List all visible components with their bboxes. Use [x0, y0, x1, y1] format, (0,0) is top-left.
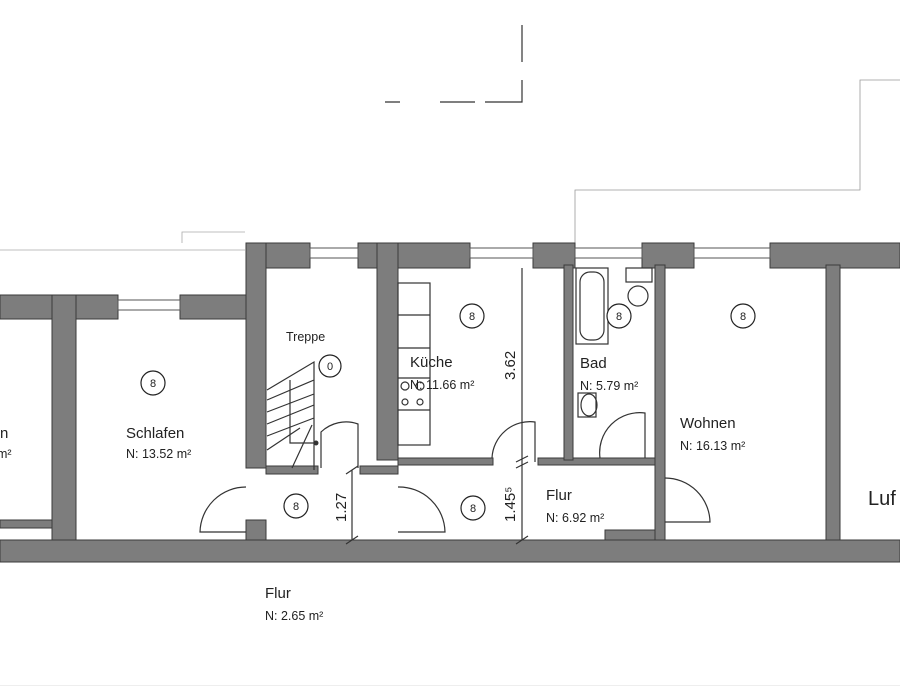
room-tag: 0 — [327, 361, 333, 373]
room-area: m² — [0, 447, 12, 461]
room-name: Schlafen — [126, 425, 184, 442]
room-schlafen: 8 Schlafen N: 13.52 m² — [126, 370, 191, 461]
dim-flur-small-width: 1.27 — [333, 493, 350, 522]
room-area: N: 5.79 m² — [580, 379, 638, 393]
room-bad: 8 Bad N: 5.79 m² — [580, 303, 638, 393]
room-tag: 8 — [740, 311, 746, 323]
room-name: Flur — [546, 487, 572, 504]
room-name: Flur — [265, 585, 291, 602]
dim-kueche-depth: 3.62 — [502, 351, 519, 380]
room-name: Bad — [580, 355, 607, 372]
dim-flur-width: 1.45⁵ — [502, 487, 519, 522]
windows — [117, 247, 771, 311]
walls — [0, 242, 900, 563]
room-area: N: 6.92 m² — [546, 511, 604, 525]
sink-icon — [577, 392, 598, 418]
bathtub-icon — [575, 267, 609, 345]
room-tag: 8 — [616, 311, 622, 323]
room-tag: 8 — [469, 311, 475, 323]
room-name: Küche — [410, 354, 453, 371]
toilet-icon — [625, 267, 653, 307]
room-name: n — [0, 425, 8, 442]
room-tag: 8 — [470, 503, 476, 515]
room-tag: 8 — [293, 501, 299, 513]
room-name: Wohnen — [680, 415, 736, 432]
kitchen-counter — [397, 282, 431, 446]
room-left-partial: n m² — [0, 425, 12, 461]
room-treppe: Treppe 0 — [286, 330, 342, 378]
room-area: N: 16.13 m² — [680, 439, 745, 453]
doors — [199, 412, 711, 533]
upper-outline — [0, 25, 900, 251]
room-area: N: 2.65 m² — [265, 609, 323, 623]
room-flur-small: 8 Flur N: 2.65 m² — [265, 493, 323, 623]
staircase — [266, 360, 319, 470]
room-flur-main: 8 Flur N: 6.92 m² — [460, 487, 604, 525]
dimension-lines — [345, 268, 529, 545]
room-name: Treppe — [286, 330, 325, 344]
room-tag: 8 — [150, 378, 156, 390]
room-name-luf: Luf — [868, 488, 896, 510]
room-area: N: 13.52 m² — [126, 447, 191, 461]
room-wohnen: 8 Wohnen N: 16.13 m² — [680, 303, 756, 453]
room-area: N: 11.66 m² — [410, 378, 474, 392]
room-kueche: 8 Küche N: 11.66 m² — [410, 303, 485, 392]
